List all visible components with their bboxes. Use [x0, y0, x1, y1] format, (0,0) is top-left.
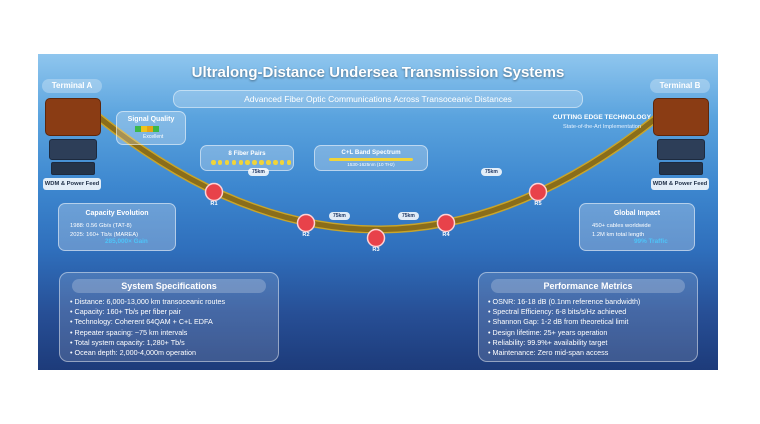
- capacity-evolution-panel: Capacity Evolution 1988: 0.56 Gb/s (TAT-…: [58, 203, 176, 251]
- performance-metrics-list: • OSNR: 16-18 dB (0.1nm reference bandwi…: [488, 297, 640, 358]
- fiber-dot: [259, 160, 264, 165]
- system-specs-title: System Specifications: [72, 279, 266, 293]
- cable-layer: [92, 111, 664, 248]
- fiber-dot: [252, 160, 257, 165]
- fiber-pairs-title: 8 Fiber Pairs: [228, 150, 266, 157]
- terminal-a-rack-lower: [51, 162, 95, 175]
- terminal-b-feed: WDM & Power Feed: [651, 178, 709, 190]
- terminal-b-rack: [657, 139, 705, 160]
- cutting-edge-title: CUTTING EDGE TECHNOLOGY: [552, 114, 652, 121]
- signal-quality-title: Signal Quality: [127, 116, 175, 123]
- metric-item: • OSNR: 16-18 dB (0.1nm reference bandwi…: [488, 297, 641, 306]
- fiber-pair-dots: [211, 160, 292, 165]
- signal-quality-level: Excellent: [143, 134, 164, 140]
- signal-bar: [141, 126, 147, 132]
- spec-item: • Total system capacity: 1,280+ Tb/s: [70, 337, 185, 347]
- fiber-dot: [286, 160, 292, 165]
- terminal-b-label: Terminal B: [650, 79, 710, 93]
- span-label: 75km: [481, 168, 502, 176]
- spec-item: • Technology: Coherent 64QAM + C+L EDFA: [70, 317, 213, 327]
- repeater-r1: [204, 182, 224, 202]
- capacity-evolution-title: Capacity Evolution: [85, 210, 149, 217]
- repeater-r4: [436, 213, 456, 233]
- fiber-dot: [211, 160, 216, 165]
- repeater-r3: [366, 228, 386, 248]
- metric-item: • Shannon Gap: 1-2 dB from theoretical l…: [488, 317, 629, 327]
- fiber-dot: [224, 160, 230, 165]
- fiber-dot: [238, 160, 244, 165]
- global-impact-line: 450+ cables worldwide: [592, 223, 651, 229]
- spec-item: • Repeater spacing: ~75 km intervals: [70, 327, 188, 337]
- spec-item: • Ocean depth: 2,000-4,000m operation: [70, 348, 196, 358]
- band-spectrum-panel: C+L Band Spectrum 1530-1625nm (10 THz): [314, 145, 428, 171]
- repeater-label: R2: [302, 232, 310, 238]
- capacity-evolution-line: 1988: 0.56 Gb/s (TAT-8): [70, 223, 132, 229]
- cutting-edge-subtitle: State-of-the-Art Implementation: [562, 124, 642, 130]
- metric-item: • Reliability: 99.9%+ availability targe…: [488, 337, 608, 347]
- terminal-b-rack-lower: [659, 162, 703, 175]
- capacity-gain-highlight: 285,000× Gain: [105, 238, 148, 245]
- terminal-a-label: Terminal A: [42, 79, 102, 93]
- signal-quality-panel: Signal Quality Excellent: [116, 111, 186, 145]
- band-spectrum-title: C+L Band Spectrum: [341, 149, 401, 156]
- fiber-dot: [217, 160, 223, 165]
- spec-item: • Distance: 6,000-13,000 km transoceanic…: [70, 297, 226, 306]
- system-specs-list: • Distance: 6,000-13,000 km transoceanic…: [70, 297, 225, 358]
- page-title: Ultralong-Distance Undersea Transmission…: [191, 64, 565, 81]
- traffic-highlight: 99% Traffic: [634, 238, 668, 245]
- terminal-a-rack: [49, 139, 97, 160]
- signal-bar: [153, 126, 159, 132]
- system-specs-panel: System Specifications • Distance: 6,000-…: [59, 272, 279, 362]
- repeater-r2: [296, 213, 316, 233]
- fiber-dot: [273, 160, 278, 165]
- fiber-dot: [266, 160, 271, 165]
- diagram-canvas: Ultralong-Distance Undersea Transmission…: [38, 54, 718, 370]
- terminal-a-station: [45, 98, 101, 136]
- terminal-a-feed: WDM & Power Feed: [43, 178, 101, 190]
- capacity-evolution-line: 2025: 160+ Tb/s (MAREA): [70, 232, 139, 238]
- spectrum-bar: [329, 158, 413, 161]
- global-impact-panel: Global Impact 450+ cables worldwide 1.2M…: [579, 203, 695, 251]
- metric-item: • Design lifetime: 25+ years operation: [488, 327, 608, 337]
- span-label: 75km: [248, 168, 269, 176]
- performance-metrics-panel: Performance Metrics • OSNR: 16-18 dB (0.…: [478, 272, 698, 362]
- signal-bar: [135, 126, 141, 132]
- global-impact-line: 1.2M km total length: [592, 232, 645, 238]
- metric-item: • Maintenance: Zero mid-span access: [488, 348, 609, 358]
- signal-bar: [147, 126, 153, 132]
- repeater-r5: [528, 182, 548, 202]
- performance-metrics-title: Performance Metrics: [491, 279, 685, 293]
- global-impact-title: Global Impact: [613, 210, 661, 217]
- terminal-b-station: [653, 98, 709, 136]
- band-spectrum-range: 1530-1625nm (10 THz): [347, 162, 395, 167]
- span-label: 75km: [329, 212, 350, 220]
- fiber-dot: [245, 160, 250, 165]
- fiber-pairs-panel: 8 Fiber Pairs: [200, 145, 294, 171]
- signal-quality-meter: [135, 126, 159, 132]
- repeater-label: R5: [534, 201, 542, 207]
- repeater-label: R4: [442, 232, 450, 238]
- repeater-label: R3: [372, 247, 380, 253]
- spec-item: • Capacity: 160+ Tb/s per fiber pair: [70, 307, 181, 317]
- page-subtitle: Advanced Fiber Optic Communications Acro…: [173, 90, 583, 108]
- repeater-label: R1: [210, 201, 218, 207]
- span-label: 75km: [398, 212, 419, 220]
- fiber-dot: [231, 160, 237, 165]
- metric-item: • Spectral Efficiency: 6-8 bits/s/Hz ach…: [488, 307, 627, 317]
- fiber-dot: [279, 160, 285, 165]
